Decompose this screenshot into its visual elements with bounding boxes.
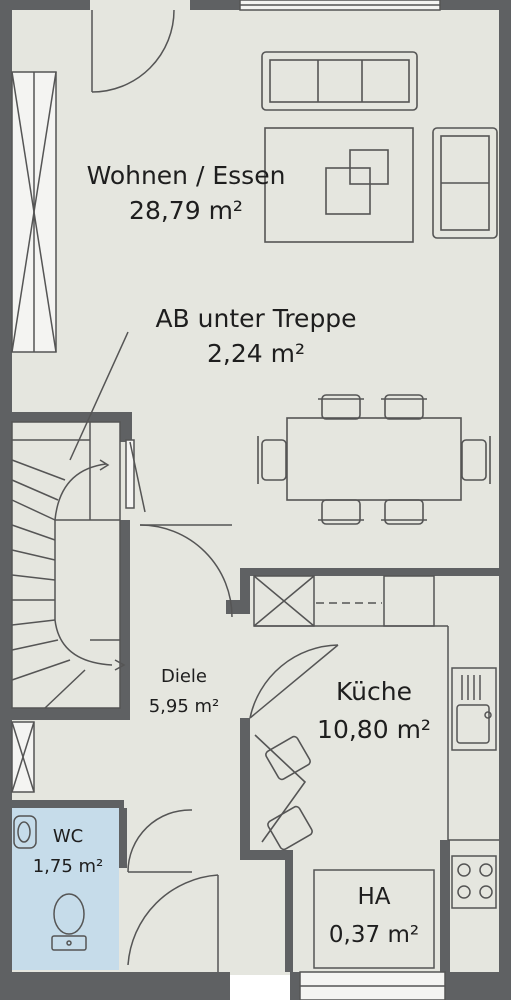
room-area-diele: 5,95 m²: [149, 696, 220, 717]
kitchen-chair-icon: [254, 734, 313, 851]
dining-table-icon: [286, 417, 462, 501]
door-swing-icon: [125, 439, 146, 513]
window-icon: [11, 71, 57, 353]
rug-icon: [264, 127, 414, 243]
room-name-kueche: Küche: [336, 677, 412, 706]
stairs-icon: [11, 331, 129, 709]
room-name-wc: WC: [53, 826, 83, 847]
ha-box: [313, 869, 435, 969]
kitchen-cabinets: [253, 575, 499, 841]
room-name-ha: HA: [357, 884, 390, 910]
washbasin-icon: [13, 815, 37, 849]
coffee-table-icon: [325, 149, 389, 215]
room-area-ha: 0,37 m²: [329, 922, 419, 948]
toilet-icon: [51, 893, 87, 951]
door-swing-icon: [127, 874, 219, 972]
room-name-wohnen: Wohnen / Essen: [87, 161, 286, 190]
room-area-kueche: 10,80 m²: [317, 715, 431, 744]
window-icon: [239, 0, 441, 11]
room-area-wc: 1,75 m²: [33, 856, 104, 877]
door-swing-icon: [139, 524, 233, 618]
door-swing-icon: [249, 644, 339, 719]
door-swing-icon: [91, 9, 175, 93]
room-name-ab: AB unter Treppe: [155, 304, 356, 333]
window-icon: [11, 721, 35, 793]
window-icon: [299, 971, 446, 1000]
armchair-icon: [432, 127, 498, 239]
room-area-wohnen: 28,79 m²: [129, 196, 243, 225]
dining-chair-icon: [257, 394, 491, 525]
sink-icon: [451, 667, 497, 751]
door-swing-icon: [127, 809, 193, 873]
stove-icon: [451, 855, 497, 909]
room-name-diele: Diele: [161, 666, 207, 687]
room-area-ab: 2,24 m²: [207, 339, 305, 368]
sofa-icon: [261, 51, 418, 111]
